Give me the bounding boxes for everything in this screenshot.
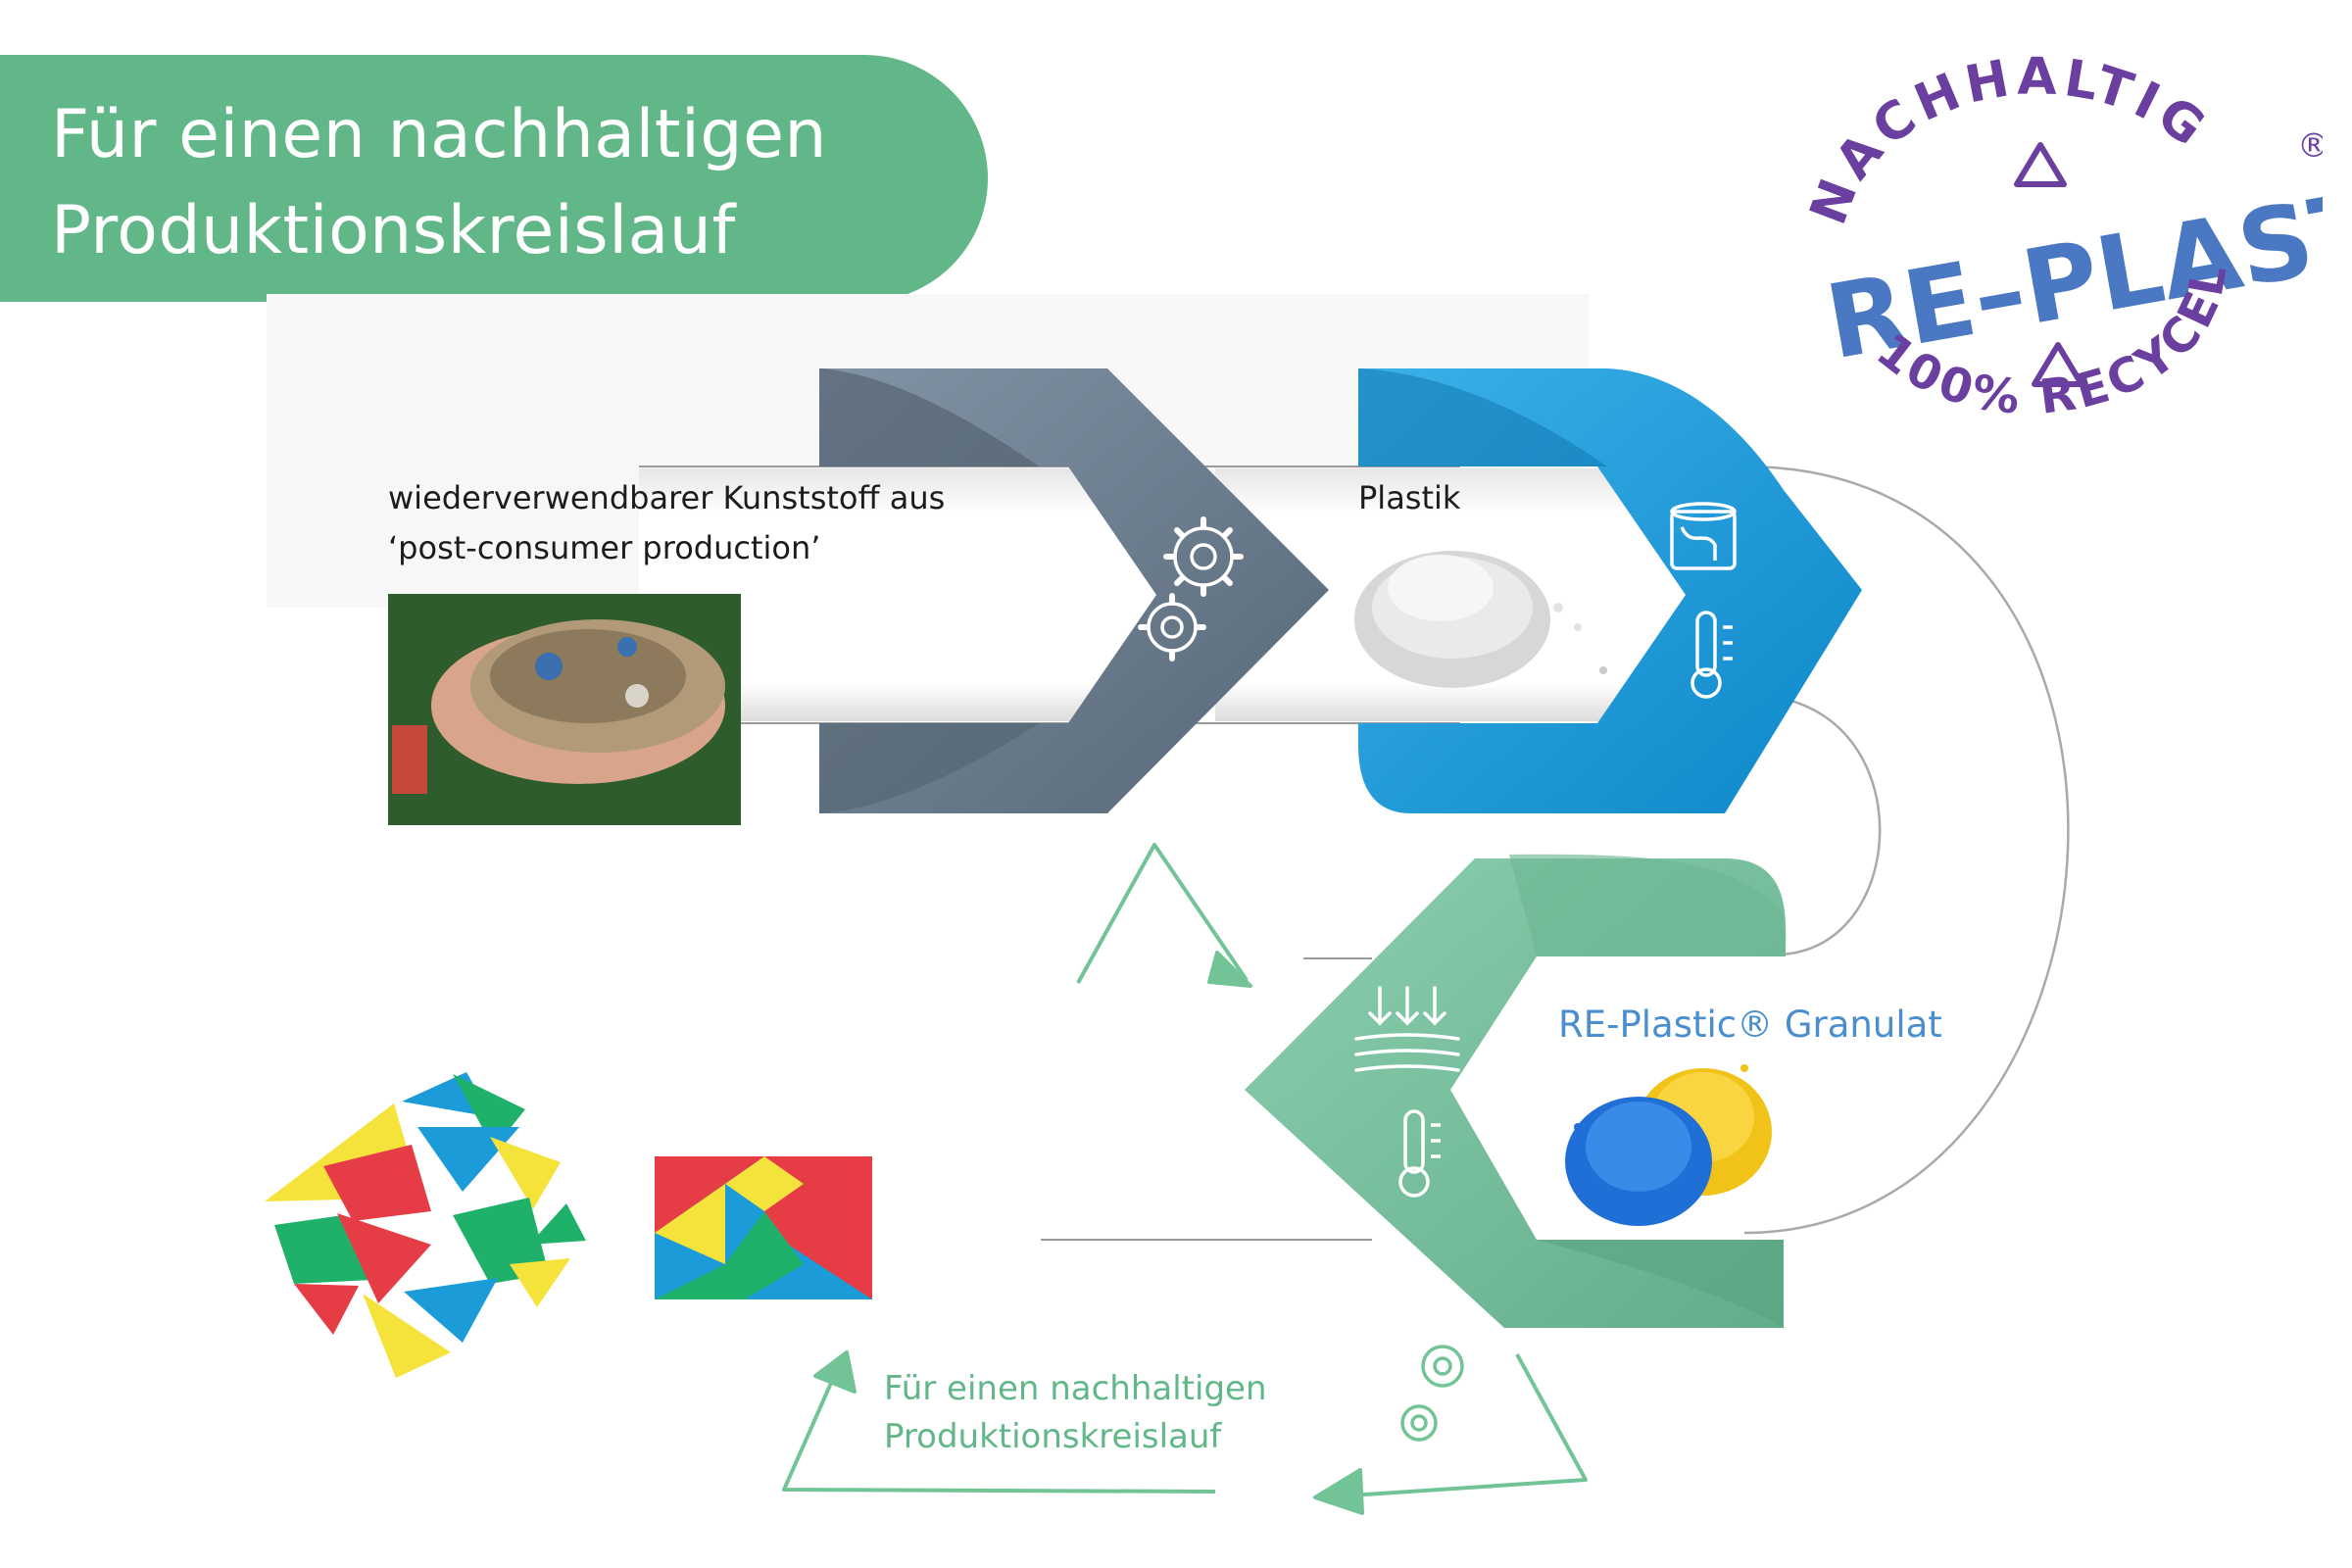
step2-label: Plastik <box>1358 479 1461 516</box>
step3-chevron <box>1245 854 1787 1328</box>
colored-granulate-image <box>1565 1064 1772 1226</box>
tangram-square-image <box>655 1156 872 1299</box>
tangram-pieces-image <box>265 1072 586 1378</box>
outer-loop-line <box>1743 465 2070 1235</box>
thermometer-icon <box>1690 611 1733 699</box>
cycle-caption-line-2: Produktionskreislauf <box>884 1417 1222 1456</box>
step3-label: RE-Plastic® Granulat <box>1558 1004 1942 1046</box>
cycle-caption-line-1: Für einen nachhaltigen <box>884 1369 1267 1408</box>
thermometer-icon <box>1398 1109 1441 1198</box>
step1-chevron <box>819 368 1329 813</box>
cycle-arrow-bottom-left <box>782 1350 1216 1494</box>
cycle-arrow-top <box>1076 843 1252 988</box>
paint-bucket-icon <box>1670 502 1737 570</box>
page-title-line-1: Für einen nachhaltigen <box>51 96 828 173</box>
recycle-icon <box>2014 142 2067 187</box>
post-consumer-plastic-image <box>388 594 741 825</box>
recycle-icon <box>2032 342 2084 387</box>
white-strip-1 <box>639 468 1176 721</box>
inner-loop-line <box>1778 696 1882 956</box>
press-icon <box>1354 986 1460 1072</box>
page-title-line-2: Produktionskreislauf <box>51 192 736 270</box>
logo-registered-mark: ® <box>2297 126 2323 166</box>
gears-icon <box>1400 1345 1464 1442</box>
step1-label-line-1: wiederverwendbarer Kunststoff aus <box>388 479 946 516</box>
step1-label-line-2: ‘post-consumer production’ <box>388 529 821 566</box>
gears-icon <box>1138 516 1244 662</box>
step2-chevron <box>1358 368 1862 813</box>
cycle-arrow-bottom-right <box>1313 1353 1588 1515</box>
white-pellets-image <box>1354 551 1607 688</box>
title-banner <box>0 55 988 302</box>
re-plastic-logo: NACHHALTIG RE–PLASTIC 100% RECYCELT ® <box>1735 29 2323 425</box>
